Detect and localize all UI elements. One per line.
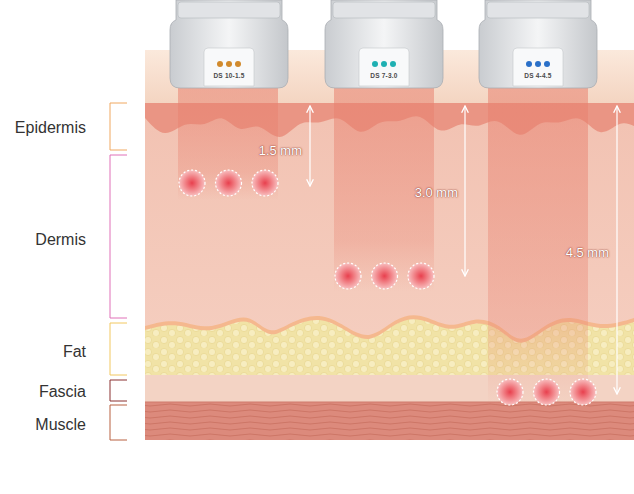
layer-label: Fascia <box>39 383 86 401</box>
layer-label: Fat <box>63 343 86 361</box>
transducer-cartridge: DS 7-3.0 <box>323 0 445 90</box>
layer-label: Epidermis <box>15 119 86 137</box>
depth-dimension: 3.0 mm <box>415 185 458 200</box>
layer-label: Muscle <box>35 416 86 434</box>
cartridge-label: DS 10-1.5 <box>213 72 244 79</box>
depth-dimension: 1.5 mm <box>259 143 302 158</box>
transducer-cartridge: DS 10-1.5 <box>168 0 290 90</box>
depth-dimension: 4.5 mm <box>566 245 609 260</box>
layer-label: Dermis <box>35 231 86 249</box>
cartridge-label: DS 4-4.5 <box>524 72 551 79</box>
cartridge-label: DS 7-3.0 <box>370 72 397 79</box>
transducer-cartridge: DS 4-4.5 <box>477 0 599 90</box>
